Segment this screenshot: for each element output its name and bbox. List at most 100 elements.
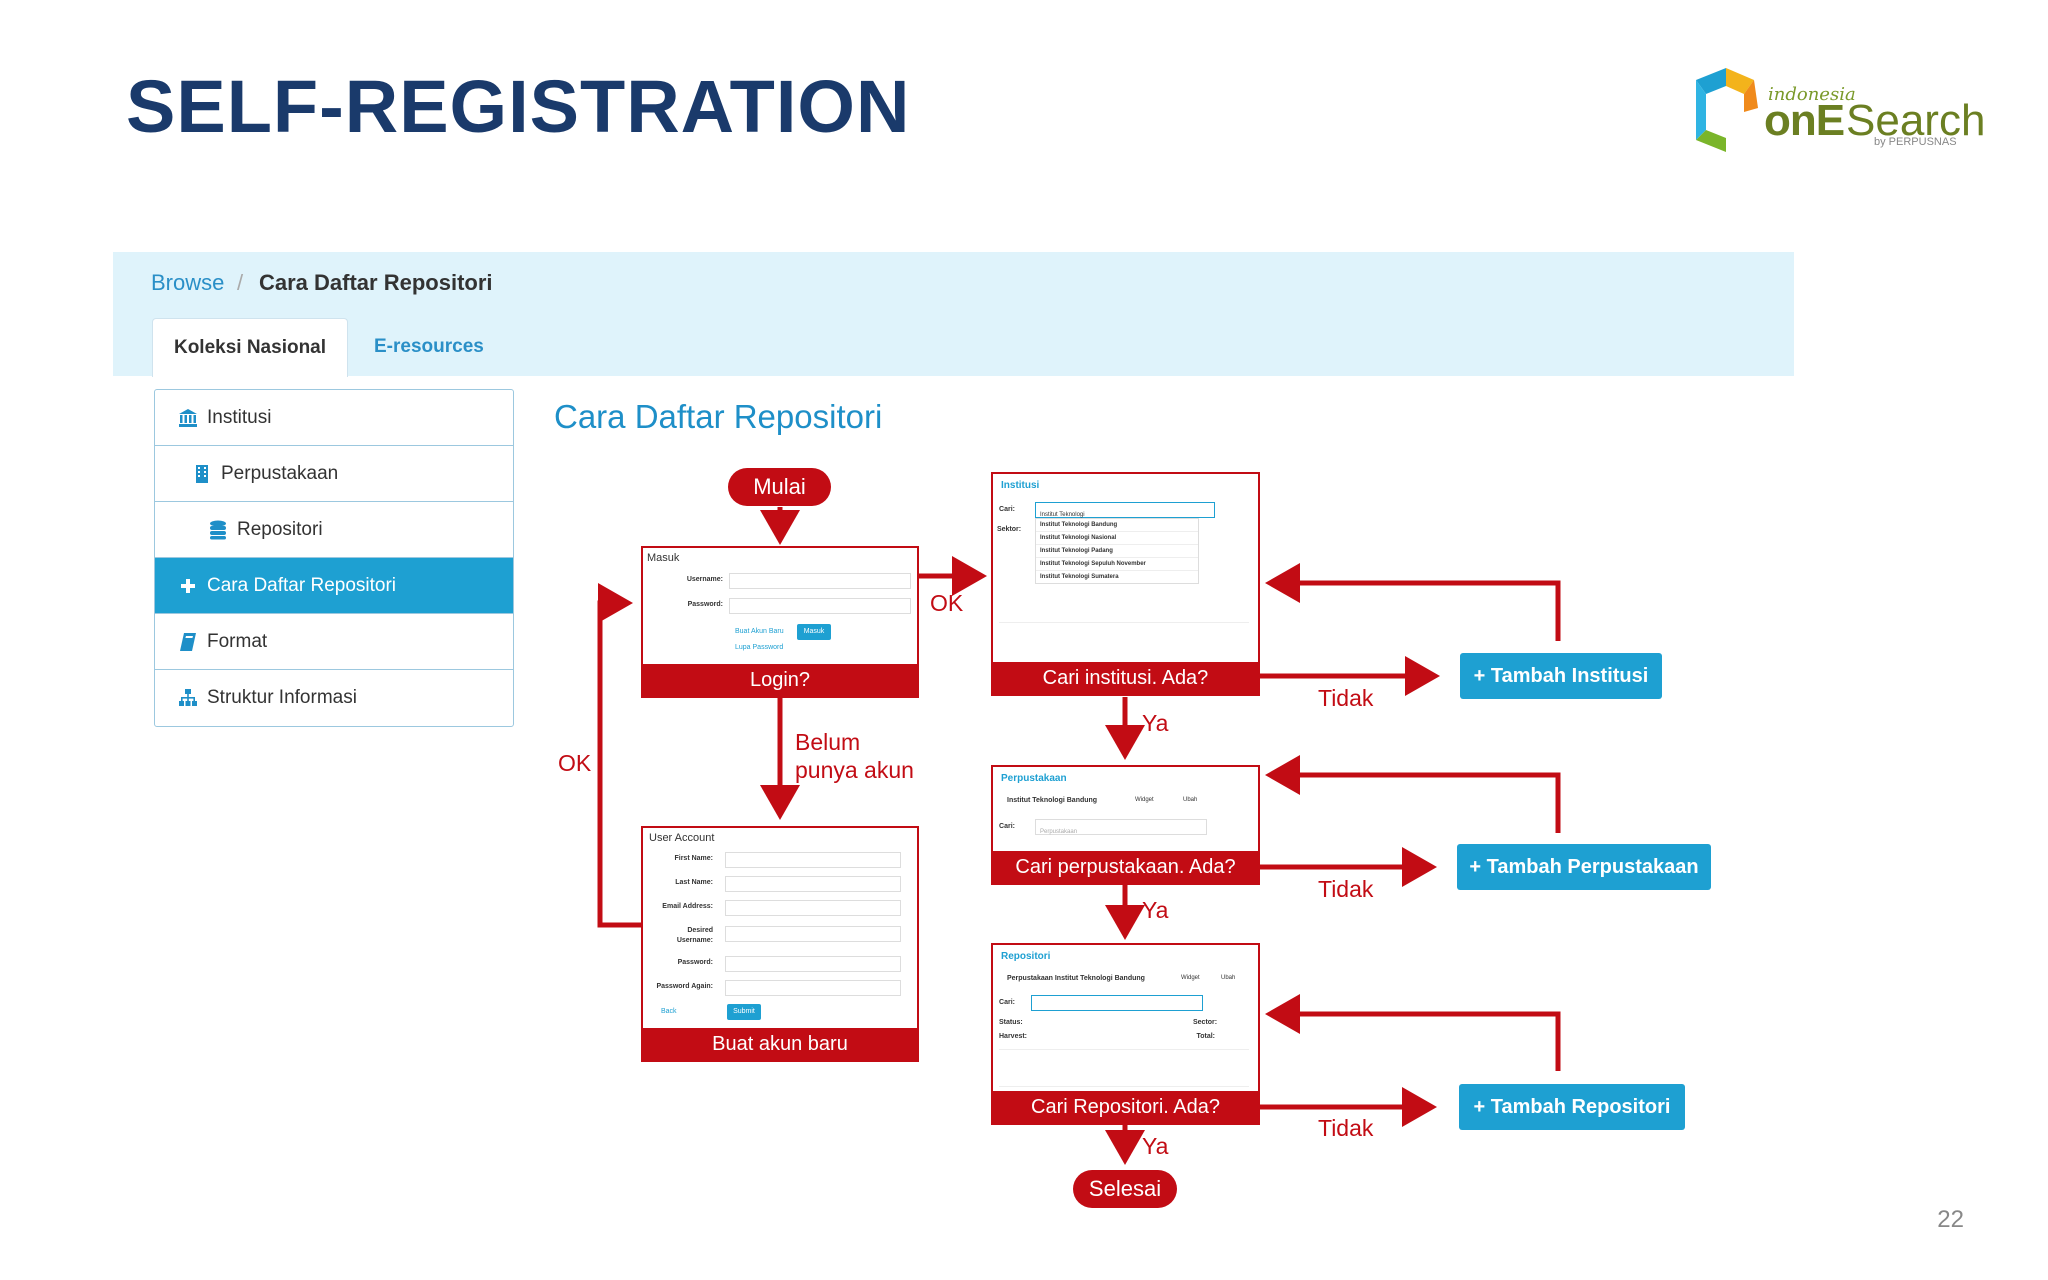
last-name-field[interactable] xyxy=(725,876,901,892)
plus-icon: + xyxy=(1469,856,1482,878)
repositori-widget-link[interactable]: Widget xyxy=(1181,975,1200,981)
ya-label-3: Ya xyxy=(1142,1133,1169,1159)
login-caption: Login? xyxy=(643,664,917,696)
sidebar-item-label: Repositori xyxy=(237,518,323,540)
perpustakaan-screen-title: Perpustakaan xyxy=(1001,773,1067,784)
book-icon xyxy=(177,631,199,653)
institusi-screen: Institusi Cari: Institut Teknologi Sekto… xyxy=(991,472,1260,696)
tambah-repositori-button[interactable]: + Tambah Repositori xyxy=(1459,1084,1685,1130)
button-label: Tambah Institusi xyxy=(1490,665,1649,687)
perpustakaan-cari-label: Cari: xyxy=(999,823,1015,830)
logo-by-text: by PERPUSNAS xyxy=(1874,136,1957,148)
repositori-status-label: Status: xyxy=(999,1019,1023,1026)
forgot-password-link[interactable]: Lupa Password xyxy=(735,644,784,651)
breadcrumb-bar xyxy=(113,252,1794,376)
new-account-link[interactable]: Buat Akun Baru xyxy=(735,628,784,635)
password-label: Password: xyxy=(687,601,723,608)
page-number: 22 xyxy=(1937,1206,1964,1233)
tambah-perpustakaan-button[interactable]: + Tambah Perpustakaan xyxy=(1457,844,1711,890)
tab-koleksi-nasional[interactable]: Koleksi Nasional xyxy=(152,318,348,377)
suggestion-item[interactable]: Institut Teknologi Padang xyxy=(1036,545,1198,558)
tidak-label-2: Tidak xyxy=(1318,876,1374,902)
tidak-label-1: Tidak xyxy=(1318,685,1374,711)
sidebar-item-label: Institusi xyxy=(207,406,272,428)
slide-title: SELF-REGISTRATION xyxy=(126,65,911,148)
username-label: Username: xyxy=(686,576,723,583)
suggestion-item[interactable]: Institut Teknologi Sumatera xyxy=(1040,574,1119,580)
account-submit-button[interactable]: Submit xyxy=(727,1004,761,1020)
login-submit-button[interactable]: Masuk xyxy=(797,624,831,640)
last-name-label: Last Name: xyxy=(675,879,713,886)
institusi-caption: Cari institusi. Ada? xyxy=(993,662,1258,694)
button-label: Tambah Perpustakaan xyxy=(1486,856,1699,878)
logo-one-text: onE xyxy=(1764,96,1845,145)
sidebar-item-label: Format xyxy=(207,630,268,652)
ok-label: OK xyxy=(930,590,964,616)
password-field[interactable] xyxy=(729,598,911,614)
create-account-screen: User Account First Name: Last Name: Emai… xyxy=(641,826,919,1062)
institusi-table-lines xyxy=(999,622,1249,664)
account-password-label: Password: xyxy=(677,959,713,966)
suggestion-item[interactable]: Institut Teknologi Bandung xyxy=(1036,519,1198,532)
repositori-subtitle: Perpustakaan Institut Teknologi Bandung xyxy=(1007,975,1145,982)
account-password-field[interactable] xyxy=(725,956,901,972)
sidebar-item-format[interactable]: Format xyxy=(155,614,513,670)
repositori-cari-label: Cari: xyxy=(999,999,1015,1006)
sidebar-item-label: Struktur Informasi xyxy=(207,687,357,708)
sitemap-icon xyxy=(177,687,199,709)
repositori-ubah-link[interactable]: Ubah xyxy=(1221,975,1236,981)
logo-search-text: Search xyxy=(1846,96,1986,145)
perpustakaan-placeholder: Perpustakaan xyxy=(1040,829,1078,835)
repositori-screen-title: Repositori xyxy=(1001,951,1051,962)
plus-icon: + xyxy=(1473,665,1486,687)
tidak-label-3: Tidak xyxy=(1318,1115,1374,1141)
breadcrumb-browse-link[interactable]: Browse xyxy=(151,270,225,295)
tab-e-resources[interactable]: E-resources xyxy=(374,336,484,357)
button-label: Tambah Repositori xyxy=(1490,1096,1671,1118)
perpustakaan-ubah-link[interactable]: Ubah xyxy=(1183,797,1198,803)
password-again-label: Password Again: xyxy=(656,983,713,990)
perpustakaan-search-input[interactable]: Perpustakaan xyxy=(1035,819,1207,835)
flow-start: Mulai xyxy=(728,468,831,506)
plus-icon xyxy=(177,575,199,597)
logo-mark-icon xyxy=(1696,68,1758,152)
username-field[interactable] xyxy=(729,573,911,589)
login-form-title: Masuk xyxy=(647,552,680,564)
repositori-table-lines xyxy=(999,1049,1249,1087)
ya-label-2: Ya xyxy=(1142,897,1169,923)
institusi-search-value: Institut Teknologi xyxy=(1040,512,1085,518)
suggestion-item[interactable]: Institut Teknologi Nasional xyxy=(1036,532,1198,545)
repositori-search-input[interactable] xyxy=(1031,995,1203,1011)
institusi-search-input[interactable]: Institut Teknologi xyxy=(1035,502,1215,518)
repositori-caption: Cari Repositori. Ada? xyxy=(993,1091,1258,1123)
back-link[interactable]: Back xyxy=(661,1008,677,1015)
section-title: Cara Daftar Repositori xyxy=(554,398,883,435)
bank-icon xyxy=(177,407,199,429)
sidebar-item-repositori[interactable]: Repositori xyxy=(155,502,513,558)
sidebar-item-cara-daftar-repositori[interactable]: Cara Daftar Repositori xyxy=(155,558,513,614)
punya-akun-label: punya akun xyxy=(795,757,914,783)
perpustakaan-subtitle: Institut Teknologi Bandung xyxy=(1007,797,1098,804)
belum-label: Belum xyxy=(795,729,861,755)
repositori-total-label: Total: xyxy=(1196,1033,1215,1040)
breadcrumb-separator: / xyxy=(237,270,244,295)
perpustakaan-widget-link[interactable]: Widget xyxy=(1135,797,1154,803)
database-icon xyxy=(207,519,229,541)
suggestion-item[interactable]: Institut Teknologi Sepuluh November xyxy=(1036,558,1198,571)
email-label: Email Address: xyxy=(662,903,713,910)
ya-label-1: Ya xyxy=(1142,710,1169,736)
perpustakaan-caption: Cari perpustakaan. Ada? xyxy=(993,851,1258,883)
desired-username-field[interactable] xyxy=(725,926,901,942)
first-name-field[interactable] xyxy=(725,852,901,868)
institusi-sektor-label: Sektor: xyxy=(997,526,1022,533)
perpustakaan-screen: Perpustakaan Institut Teknologi Bandung … xyxy=(991,765,1260,885)
repositori-sector-label: Sector: xyxy=(1193,1019,1218,1026)
tambah-institusi-button[interactable]: + Tambah Institusi xyxy=(1460,653,1662,699)
sidebar-item-institusi[interactable]: Institusi xyxy=(155,390,513,446)
sidebar-item-perpustakaan[interactable]: Perpustakaan xyxy=(155,446,513,502)
building-icon xyxy=(191,463,213,485)
email-field[interactable] xyxy=(725,900,901,916)
password-again-field[interactable] xyxy=(725,980,901,996)
sidebar-item-struktur-informasi[interactable]: Struktur Informasi xyxy=(155,670,513,726)
